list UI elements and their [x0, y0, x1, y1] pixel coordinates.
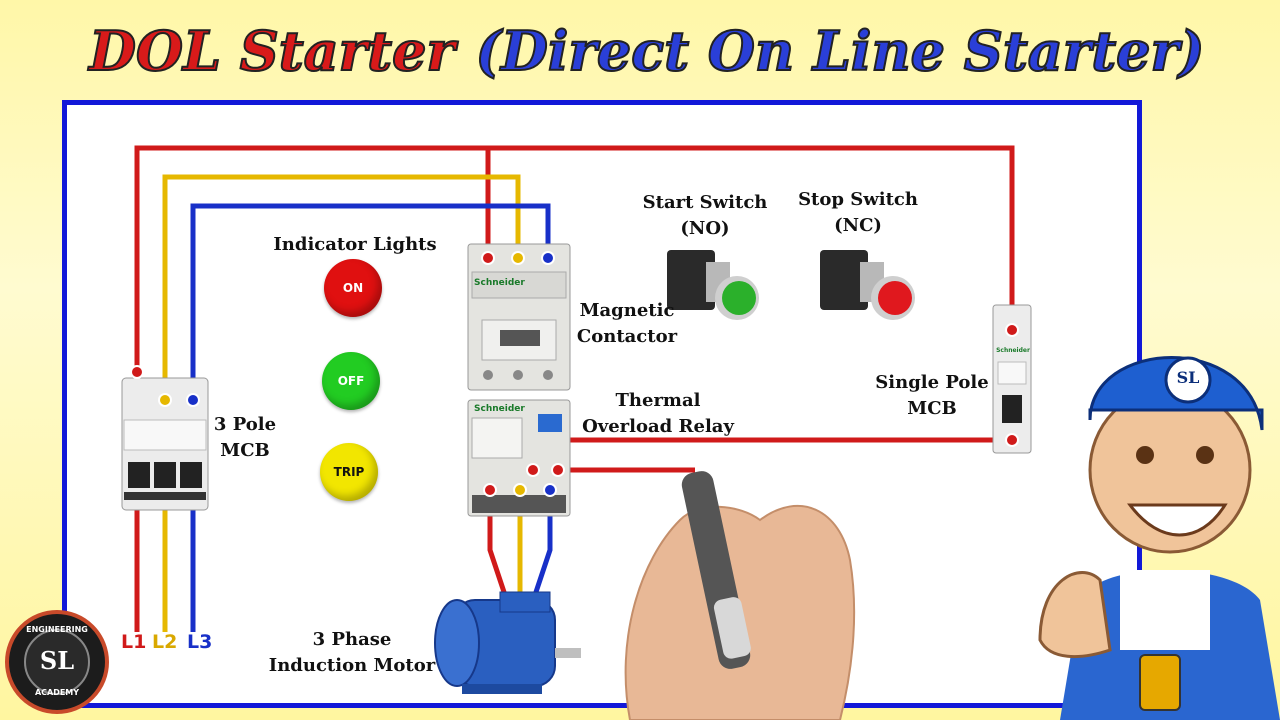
- svg-text:DOL Starter: DOL Starter: [87, 19, 458, 83]
- stop-switch-type: (NC): [834, 215, 882, 236]
- thermal-relay-label: Thermal Overload Relay: [578, 388, 738, 440]
- contactor-brand: Schneider: [474, 278, 525, 288]
- mcb-brand: Schneider: [996, 347, 1030, 354]
- logo-initials: SL: [39, 646, 75, 675]
- stop-switch-label: Stop Switch (NC): [788, 187, 928, 239]
- magnetic-contactor-line2: Contactor: [576, 326, 678, 347]
- start-switch-type: (NO): [680, 218, 730, 239]
- single-pole-mcb-line2: MCB: [907, 398, 957, 419]
- phase-l2-label: L2: [152, 631, 178, 653]
- title-sub: (Direct On Line Starter): [476, 19, 1205, 83]
- on-light: ON: [324, 259, 382, 317]
- three-pole-mcb-line2: MCB: [220, 440, 270, 461]
- title-svg: DOL Starter (Direct On Line Starter): [86, 18, 1205, 84]
- motor-line1: 3 Phase: [312, 629, 392, 650]
- magnetic-contactor-line1: Magnetic: [579, 300, 675, 321]
- motor-line2: Induction Motor: [268, 655, 436, 676]
- single-pole-mcb-label: Single Pole MCB: [866, 370, 998, 422]
- phase-l3-label: L3: [187, 631, 213, 653]
- stop-switch-title: Stop Switch: [798, 189, 918, 210]
- single-pole-mcb-line1: Single Pole: [875, 372, 989, 393]
- magnetic-contactor-label: Magnetic Contactor: [572, 298, 682, 350]
- thermal-relay-line2: Overload Relay: [582, 416, 734, 437]
- start-switch-label: Start Switch (NO): [630, 190, 780, 242]
- off-light: OFF: [322, 352, 380, 410]
- mascot-hat-initials: SL: [1176, 368, 1200, 387]
- indicator-lights-label: Indicator Lights: [273, 234, 437, 255]
- phase-l1-label: L1: [121, 631, 147, 653]
- thermal-relay-line1: Thermal: [615, 390, 701, 411]
- motor-label: 3 Phase Induction Motor: [262, 627, 442, 679]
- title-banner: DOL Starter (Direct On Line Starter): [0, 8, 1280, 88]
- start-switch-title: Start Switch: [642, 192, 768, 213]
- logo-text-bottom: ACADEMY: [34, 688, 80, 697]
- logo-text-top: ENGINEERING: [26, 625, 88, 634]
- relay-brand: Schneider: [474, 404, 525, 414]
- three-pole-mcb-line1: 3 Pole: [213, 414, 277, 435]
- three-pole-mcb-label: 3 Pole MCB: [208, 412, 282, 464]
- title-main: DOL Starter: [87, 19, 458, 83]
- trip-light: TRIP: [320, 443, 378, 501]
- svg-text:(Direct On Line Starter): (Direct On Line Starter): [476, 19, 1205, 83]
